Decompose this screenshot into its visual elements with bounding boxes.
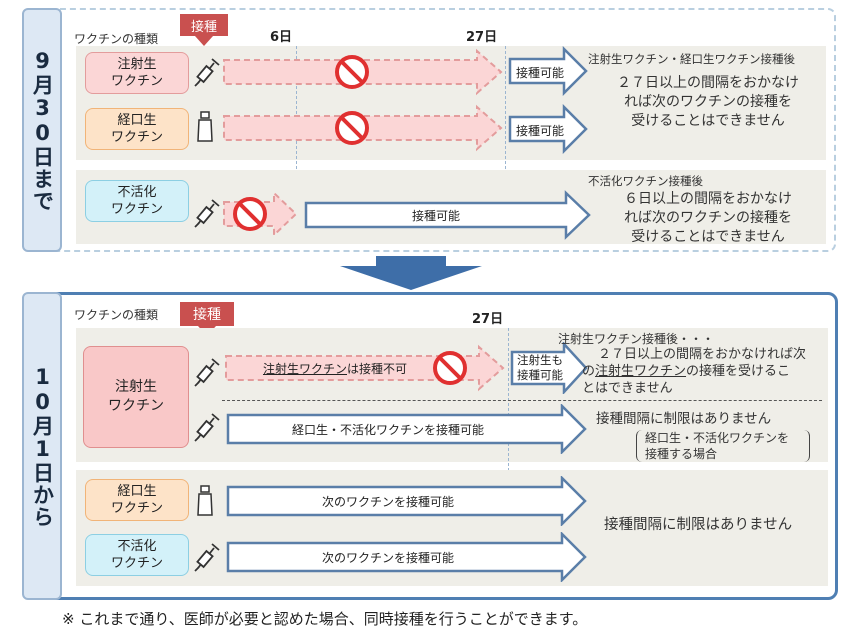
syringe-icon (194, 543, 220, 572)
period2-injection-no-limit: 接種間隔に制限はありません (596, 411, 772, 427)
prohibited-icon (233, 197, 267, 231)
period1-oral-prohibited-arrow (223, 104, 503, 152)
period1-injection-allowed-arrow (508, 46, 588, 96)
period2-inactivated-allowed-arrow (226, 532, 587, 582)
period1-inact-note-head: 不活化ワクチン接種後 (588, 174, 703, 188)
period2-other-no-limit: 接種間隔に制限はありません (604, 517, 793, 533)
prohibited-icon (335, 111, 369, 145)
period1-day27: 27日 (466, 30, 498, 45)
period2-injection-short-arrow-label: 注射生も接種可能 (517, 353, 563, 382)
period1-injection-allowed-label: 接種可能 (515, 65, 564, 80)
period1-injection-prohibited-arrow (223, 48, 503, 96)
period1-day27-line (505, 46, 506, 244)
period1-inactivated-allowed-label: 接種可能 (411, 208, 460, 223)
period2-inactivated-allowed-label: 次のワクチンを接種可能 (321, 550, 454, 565)
period1-inact-note-body: ６日以上の間隔をおかなけ れば次のワクチンの接種を 受けることはできません (624, 191, 792, 245)
period2-injection-allowed-arrow (226, 404, 587, 454)
period2-injection-live-box: 注射生ワクチン (83, 346, 189, 448)
period2-injection-prohibited-arrow (225, 344, 505, 392)
period1-live-note-head: 注射生ワクチン・経口生ワクチン接種後 (588, 52, 795, 66)
period2-injection-short-arrow (510, 342, 588, 394)
prohibited-icon (335, 55, 369, 89)
prohibited-icon (433, 351, 467, 385)
period1-day6-line (296, 46, 297, 244)
period1-inactivated-prohibited-arrow (223, 190, 298, 238)
period2-oral-allowed-arrow (226, 476, 587, 526)
period2-vaccine-kind-label: ワクチンの種類 (74, 308, 159, 322)
period1-inactivated-allowed-arrow (304, 190, 591, 240)
period1-vaccine-kind-label: ワクチンの種類 (74, 32, 159, 46)
period2-oral-allowed-label: 次のワクチンを接種可能 (321, 494, 454, 509)
period2-injection-prohibited-label: 注射生ワクチンは接種不可 (262, 361, 408, 376)
period1-oral-allowed-arrow (508, 104, 588, 154)
period2-injection-bracket-note: 経口生・不活化ワクチンを 接種する場合 (636, 430, 810, 462)
period1-inoculation-tag: 接種 (180, 14, 228, 36)
period2-inoculation-tag: 接種 (180, 302, 234, 326)
syringe-icon (194, 358, 220, 387)
period1-day6: 6日 (270, 30, 293, 45)
period1-inactivated-box: 不活化ワクチン (85, 180, 189, 222)
period1-injection-live-box: 注射生ワクチン (85, 52, 189, 94)
oral-vial-icon (197, 485, 213, 516)
period1-side-label: 9月30日まで (22, 8, 62, 252)
period2-day27: 27日 (472, 312, 504, 327)
period2-day27-line (508, 328, 509, 586)
footnote: ※ これまで通り、医師が必要と認めた場合、同時接種を行うことができます。 (62, 610, 588, 628)
syringe-icon (194, 58, 220, 87)
period2-injection-note-body: ２７日以上の間隔をおかなければ次 の注射生ワクチンの接種を受けるこ とはできませ… (582, 347, 807, 396)
period2-injection-note-head: 注射生ワクチン接種後・・・ (558, 332, 715, 346)
period2-side-label: 10月1日から (22, 292, 62, 600)
period1-oral-allowed-label: 接種可能 (515, 123, 564, 138)
syringe-icon (194, 199, 220, 228)
period2-injection-allowed-label: 経口生・不活化ワクチンを接種可能 (291, 422, 484, 437)
syringe-icon (194, 413, 220, 442)
period2-inactivated-box: 不活化ワクチン (85, 534, 189, 576)
period1-live-note-body: ２７日以上の間隔をおかなけ れば次のワクチンの接種を 受けることはできません (617, 75, 799, 129)
period1-tag-pointer (195, 36, 213, 46)
transition-arrow (340, 256, 482, 290)
period1-oral-live-box: 経口生ワクチン (85, 108, 189, 150)
period2-row-divider (222, 400, 822, 401)
period2-oral-live-box: 経口生ワクチン (85, 479, 189, 521)
oral-vial-icon (197, 111, 213, 142)
